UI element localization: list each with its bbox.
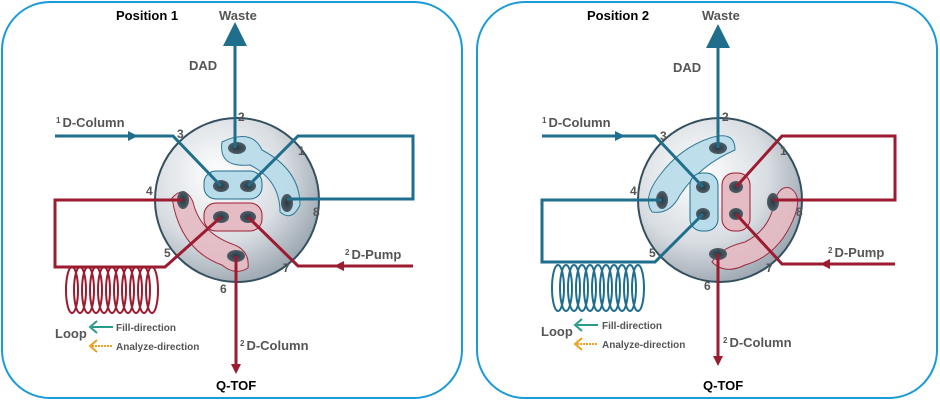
channel-1-7 — [721, 172, 751, 232]
port-hole-2 — [228, 142, 246, 154]
loop-label: Loop — [541, 324, 573, 339]
waste-label: Waste — [219, 8, 257, 23]
panel-title: Position 2 — [587, 8, 649, 23]
line-port4-loop-port5 — [540, 198, 705, 264]
panel-position-1: Position 1 Waste DAD — [1, 1, 463, 399]
channel-4-6 — [171, 191, 249, 272]
panel-frame — [1, 1, 463, 399]
line-port1-port8 — [246, 134, 415, 201]
arrow-2dpump — [820, 259, 830, 269]
loop-coil — [551, 264, 645, 312]
fill-direction-label: Fill-direction — [116, 323, 176, 334]
arrow-qtof — [713, 356, 723, 366]
port-label-5: 5 — [164, 246, 171, 260]
port-hole-8 — [281, 194, 293, 212]
port-label-3: 3 — [177, 127, 184, 141]
line-pump-port7 — [246, 215, 413, 268]
port-label-8: 8 — [796, 205, 803, 219]
panel-position-2: Position 2 Waste DAD — [476, 1, 938, 399]
port-label-6: 6 — [704, 279, 711, 293]
fill-arrow-icon — [573, 318, 583, 332]
arrow-qtof — [231, 364, 241, 374]
loop-label: Loop — [55, 326, 87, 341]
line-1dcolumn-port3 — [55, 134, 223, 188]
arrow-1dcolumn — [128, 131, 138, 141]
analyze-arrow-icon — [88, 339, 98, 353]
port-label-1: 1 — [780, 144, 787, 158]
port-label-7: 7 — [283, 261, 290, 275]
port-label-2: 2 — [238, 110, 245, 124]
analyze-arrow-icon — [573, 337, 583, 351]
port-label-5: 5 — [649, 246, 656, 260]
panel-frame — [476, 1, 938, 399]
dad-label: DAD — [673, 60, 701, 75]
port-label-2: 2 — [722, 110, 729, 124]
fill-arrow-icon — [88, 320, 98, 334]
port-label-1: 1 — [298, 144, 305, 158]
waste-label: Waste — [702, 8, 740, 23]
channel-2-8 — [221, 136, 301, 217]
panel-title: Position 1 — [116, 8, 178, 23]
analyze-direction-label: Analyze-direction — [116, 342, 199, 353]
line-pump-port7 — [734, 212, 895, 266]
channel-5-7 — [203, 202, 263, 232]
port-label-7: 7 — [766, 261, 773, 275]
line-port1-port8 — [734, 134, 897, 202]
port-label-3: 3 — [660, 129, 667, 143]
port-label-4: 4 — [146, 184, 153, 198]
port-label-4: 4 — [630, 184, 637, 198]
qtof-label: Q-TOF — [216, 378, 256, 393]
analyze-direction-label: Analyze-direction — [602, 340, 685, 351]
port-label-8: 8 — [313, 205, 320, 219]
line-1dcolumn-port3 — [542, 134, 705, 189]
dad-label: DAD — [189, 58, 217, 73]
arrow-1dcolumn — [615, 131, 625, 141]
loop-coil — [65, 266, 159, 314]
port-label-6: 6 — [220, 282, 227, 296]
arrow-2dpump — [334, 261, 344, 271]
line-port4-loop-port5 — [53, 198, 222, 269]
qtof-label: Q-TOF — [703, 378, 743, 393]
fill-direction-label: Fill-direction — [602, 321, 662, 332]
channel-3-1 — [203, 170, 263, 200]
port-hole-8 — [767, 193, 779, 211]
